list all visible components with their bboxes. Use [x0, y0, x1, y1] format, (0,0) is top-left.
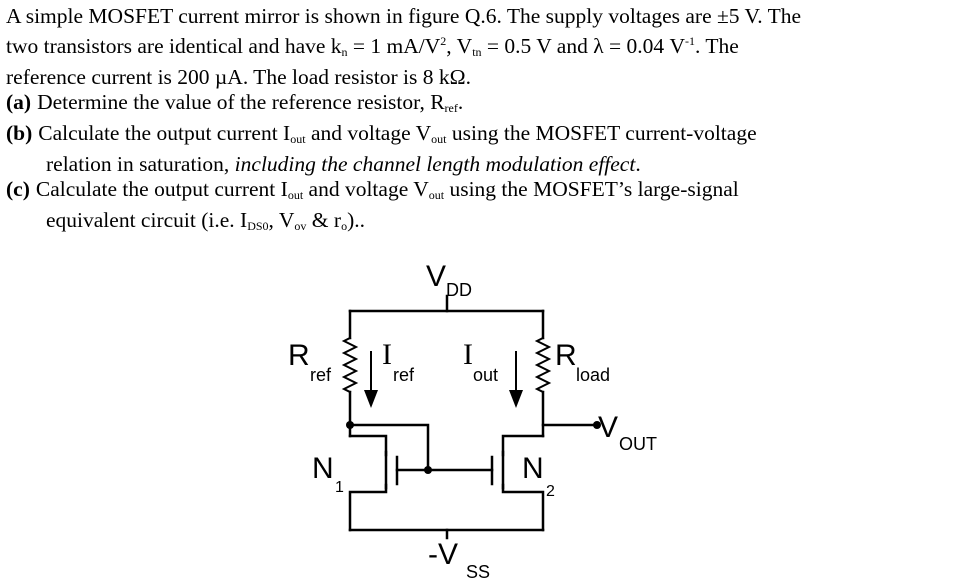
- vout-node: [593, 421, 601, 429]
- vdd-subscript: DD: [446, 280, 472, 300]
- vss-label: -V: [428, 538, 458, 571]
- vdd-label: V: [426, 260, 446, 293]
- rload-resistor: [534, 336, 552, 394]
- part-c-continuation: equivalent circuit (i.e. IDS0, Vov & ro)…: [46, 208, 365, 233]
- problem-text: A simple MOSFET current mirror is shown …: [6, 4, 956, 239]
- n1-source-lead: [348, 483, 388, 532]
- iout-subscript: out: [473, 365, 498, 385]
- intro-line-3: reference current is 200 µA. The load re…: [6, 65, 471, 89]
- n2-source-lead: [501, 483, 545, 532]
- part-a: (a) Determine the value of the reference…: [6, 90, 956, 121]
- part-b-label: (b): [6, 121, 33, 145]
- iref-subscript: ref: [393, 365, 415, 385]
- iout-arrow-head: [509, 390, 523, 408]
- vout-subscript: OUT: [619, 434, 657, 454]
- iout-label: I: [463, 338, 473, 371]
- n2-subscript: 2: [546, 483, 555, 500]
- n1-label: N: [312, 452, 334, 485]
- part-b-continuation: relation in saturation, including the ch…: [46, 152, 641, 176]
- n1-subscript: 1: [335, 479, 344, 496]
- rload-label: R: [555, 339, 577, 372]
- intro-line-2: two transistors are identical and have k…: [6, 34, 739, 59]
- vss-subscript: SS: [466, 562, 490, 582]
- gate-node: [424, 466, 432, 474]
- n2-drain-lead: [501, 434, 545, 457]
- intro-line-1: A simple MOSFET current mirror is shown …: [6, 4, 802, 28]
- part-b-text: Calculate the output current Iout and vo…: [38, 121, 757, 146]
- gate-tie-wire: [348, 423, 430, 472]
- rref-subscript: ref: [310, 365, 332, 385]
- iref-arrow-head: [364, 390, 378, 408]
- part-a-label: (a): [6, 90, 32, 114]
- rref-resistor: [341, 336, 359, 394]
- n2-label: N: [522, 452, 544, 485]
- part-a-text: Determine the value of the reference res…: [37, 90, 464, 115]
- part-c-label: (c): [6, 177, 30, 201]
- part-c: (c) Calculate the output current Iout an…: [6, 177, 956, 208]
- iref-label: I: [382, 338, 392, 371]
- rload-subscript: load: [576, 365, 610, 385]
- vout-label: V: [598, 411, 618, 444]
- part-b: (b) Calculate the output current Iout an…: [6, 121, 956, 152]
- n1-drain-lead: [348, 434, 388, 457]
- rref-label: R: [288, 339, 310, 372]
- part-c-text: Calculate the output current Iout and vo…: [35, 177, 739, 202]
